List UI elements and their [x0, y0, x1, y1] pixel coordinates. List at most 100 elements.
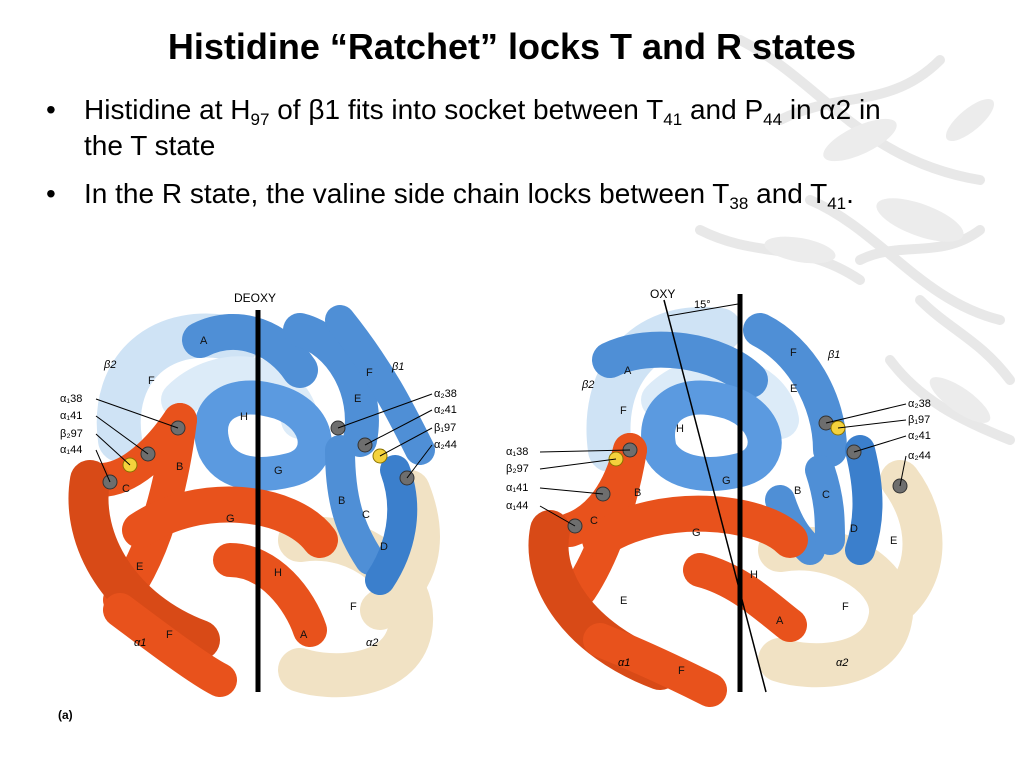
- helix-label: H: [240, 411, 248, 423]
- subunit-label: α2: [366, 637, 378, 649]
- subscript: 41: [827, 194, 847, 213]
- helix-label: A: [300, 629, 308, 641]
- helix-label: F: [678, 665, 685, 677]
- residue-label: α₂44: [434, 439, 457, 451]
- deoxy-residue-labels: α₁38 α₁41 β₂97 α₁44 α₂38 α₂41 β₁97 α₂44: [60, 388, 457, 456]
- bullet-text: Histidine at H: [84, 94, 251, 125]
- deoxy-state-label: DEOXY: [234, 291, 276, 305]
- oxy-panel: OXY 15°: [506, 287, 943, 707]
- deoxy-panel: DEOXY: [60, 291, 457, 698]
- figure-panel-label: (a): [58, 708, 73, 722]
- helix-label: F: [166, 629, 173, 641]
- helix-label: G: [722, 475, 731, 487]
- helix-label: H: [274, 567, 282, 579]
- subunit-label: α1: [618, 657, 630, 669]
- residue-label: β₁97: [434, 422, 456, 434]
- helix-label: G: [226, 513, 235, 525]
- subscript: 38: [729, 194, 749, 213]
- bullet-text: .: [846, 178, 854, 209]
- bullet-item: • In the R state, the valine side chain …: [46, 176, 906, 212]
- helix-label: F: [366, 367, 373, 379]
- helix-label: F: [350, 601, 357, 613]
- bullet-glyph: •: [46, 94, 56, 125]
- helix-label: D: [850, 523, 858, 535]
- deoxy-leader-lines: [95, 393, 433, 483]
- helix-label: F: [790, 347, 797, 359]
- subunit-label: β2: [581, 379, 594, 391]
- greek-symbol: α: [819, 94, 836, 125]
- bullet-text: and P: [682, 94, 764, 125]
- helix-label: H: [676, 423, 684, 435]
- helix-label: G: [692, 527, 701, 539]
- subunit-label: β1: [827, 349, 840, 361]
- helix-label: C: [122, 483, 130, 495]
- bullet-glyph: •: [46, 178, 56, 209]
- helix-label: B: [794, 485, 801, 497]
- subunit-label: α2: [836, 657, 848, 669]
- subscript: 41: [663, 110, 683, 129]
- bullet-item: • Histidine at H97 of β1 fits into socke…: [46, 92, 906, 164]
- oxy-angle-label: 15°: [694, 299, 711, 311]
- helix-label: E: [354, 393, 361, 405]
- bullet-list: • Histidine at H97 of β1 fits into socke…: [46, 92, 906, 224]
- oxy-helix-labels: A F H G B C G H E F A E F B C D E F: [590, 347, 897, 677]
- helix-label: C: [590, 515, 598, 527]
- oxy-subunit-labels: β2 β1 α1 α2: [581, 349, 848, 669]
- hemoglobin-figure: D E OXY: [60, 287, 943, 707]
- residue-label: α₂44: [908, 450, 931, 462]
- residue-label: α₁44: [506, 500, 528, 512]
- helix-label: C: [362, 509, 370, 521]
- helix-label: C: [822, 489, 830, 501]
- angle-arc: [667, 303, 739, 317]
- subscript: 44: [763, 110, 783, 129]
- residue-label: α₂41: [908, 430, 931, 442]
- residue-label: α₁41: [506, 482, 528, 494]
- greek-symbol: β: [308, 94, 325, 125]
- helix-label: F: [148, 375, 155, 387]
- helix-label: H: [750, 569, 758, 581]
- residue-label: α₂38: [434, 388, 457, 400]
- slide-title: Histidine “Ratchet” locks T and R states: [167, 26, 857, 67]
- oxy-residue-labels: α₁38 β₂97 α₁41 α₁44 α₂38 β₁97 α₂41 α₂44: [506, 398, 931, 512]
- helix-label: B: [338, 495, 345, 507]
- bullet-text: and T: [748, 178, 828, 209]
- oxy-state-label: OXY: [650, 287, 675, 301]
- residue-label: α₁44: [60, 444, 82, 456]
- helix-label: B: [634, 487, 641, 499]
- residue-label: α₁38: [506, 446, 528, 458]
- residue-label: α₂38: [908, 398, 931, 410]
- helix-label: B: [176, 461, 183, 473]
- subunit-label: β1: [391, 361, 404, 373]
- bullet-text: in: [782, 94, 820, 125]
- helix-label: F: [842, 601, 849, 613]
- oxy-leader-lines: [539, 403, 907, 527]
- helix-label: E: [620, 595, 627, 607]
- oxy-residues: [567, 415, 908, 534]
- helix-label: G: [274, 465, 283, 477]
- subunit-label: β2: [103, 359, 116, 371]
- residue-label: α₁38: [60, 393, 82, 405]
- bullet-text: 1 fits into socket between T: [324, 94, 664, 125]
- subunit-label: α1: [134, 637, 146, 649]
- deoxy-helix-labels: A F H G B C G H E F A F E B C D F: [122, 335, 388, 641]
- subscript: 97: [250, 110, 270, 129]
- helix-label: E: [890, 535, 897, 547]
- helix-label: E: [790, 383, 797, 395]
- bullet-text: of: [269, 94, 309, 125]
- helix-label: A: [624, 365, 632, 377]
- oxy-tilted-axis-line: [663, 299, 767, 693]
- residue-label: β₂97: [60, 428, 83, 440]
- bullet-text: 2 in the T state: [84, 94, 881, 161]
- helix-label: A: [200, 335, 208, 347]
- floral-watermark: [695, 35, 1015, 445]
- residue-label: α₁41: [60, 410, 82, 422]
- helix-label: D: [380, 541, 388, 553]
- helix-label: A: [776, 615, 784, 627]
- deoxy-subunit-labels: β2 β1 α1 α2: [103, 359, 404, 649]
- residue-label: β₂97: [506, 463, 529, 475]
- bullet-text: In the R state, the valine side chain lo…: [84, 178, 730, 209]
- residue-label: β₁97: [908, 414, 930, 426]
- helix-label: F: [620, 405, 627, 417]
- residue-label: α₂41: [434, 404, 457, 416]
